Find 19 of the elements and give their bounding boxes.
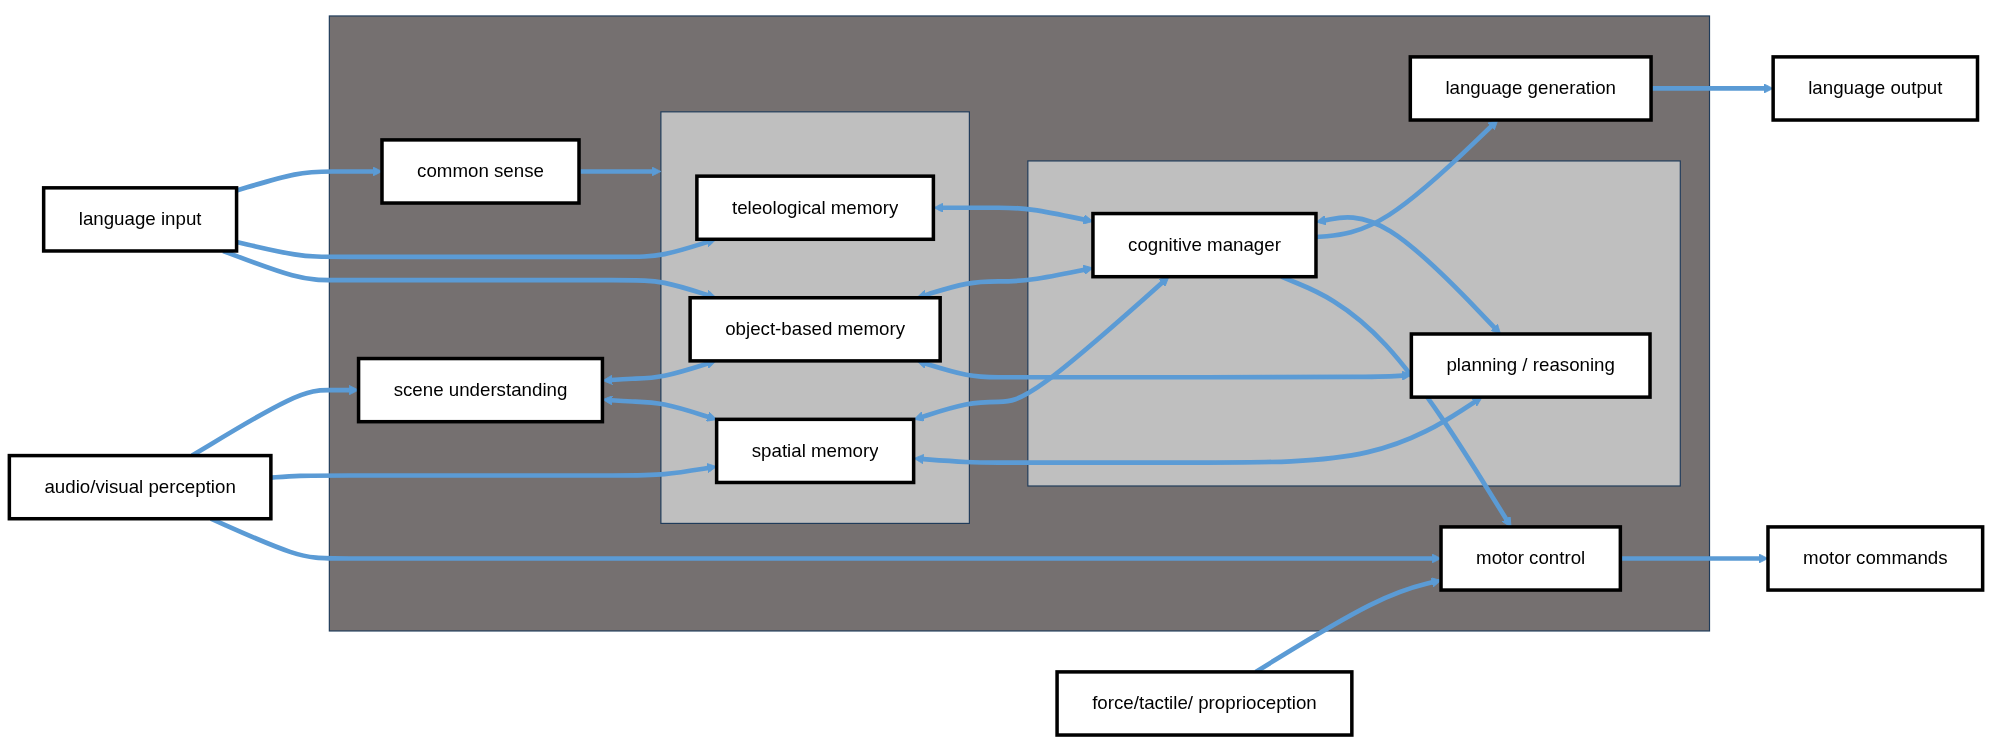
node-box: planning / reasoning	[1409, 332, 1652, 399]
node-box: common sense	[380, 138, 581, 205]
arrow	[579, 166, 662, 177]
node-box: force/tactile/ proprioception	[1055, 670, 1354, 737]
node-box: language generation	[1408, 55, 1653, 122]
node-box: language output	[1771, 55, 1980, 122]
node-box: scene understanding	[356, 356, 605, 424]
node-box: audio/visual perception	[7, 453, 273, 521]
node-box: language input	[41, 186, 239, 253]
cluster	[1027, 160, 1681, 487]
cluster	[328, 15, 1711, 632]
node-box: object-based memory	[688, 296, 942, 363]
node-box: teleological memory	[695, 174, 936, 242]
node-box: motor control	[1439, 525, 1623, 592]
cluster	[660, 111, 970, 524]
node-box: cognitive manager	[1091, 211, 1318, 279]
arrow	[913, 276, 1170, 422]
node-box: motor commands	[1766, 525, 1985, 592]
node-box: spatial memory	[714, 417, 916, 485]
